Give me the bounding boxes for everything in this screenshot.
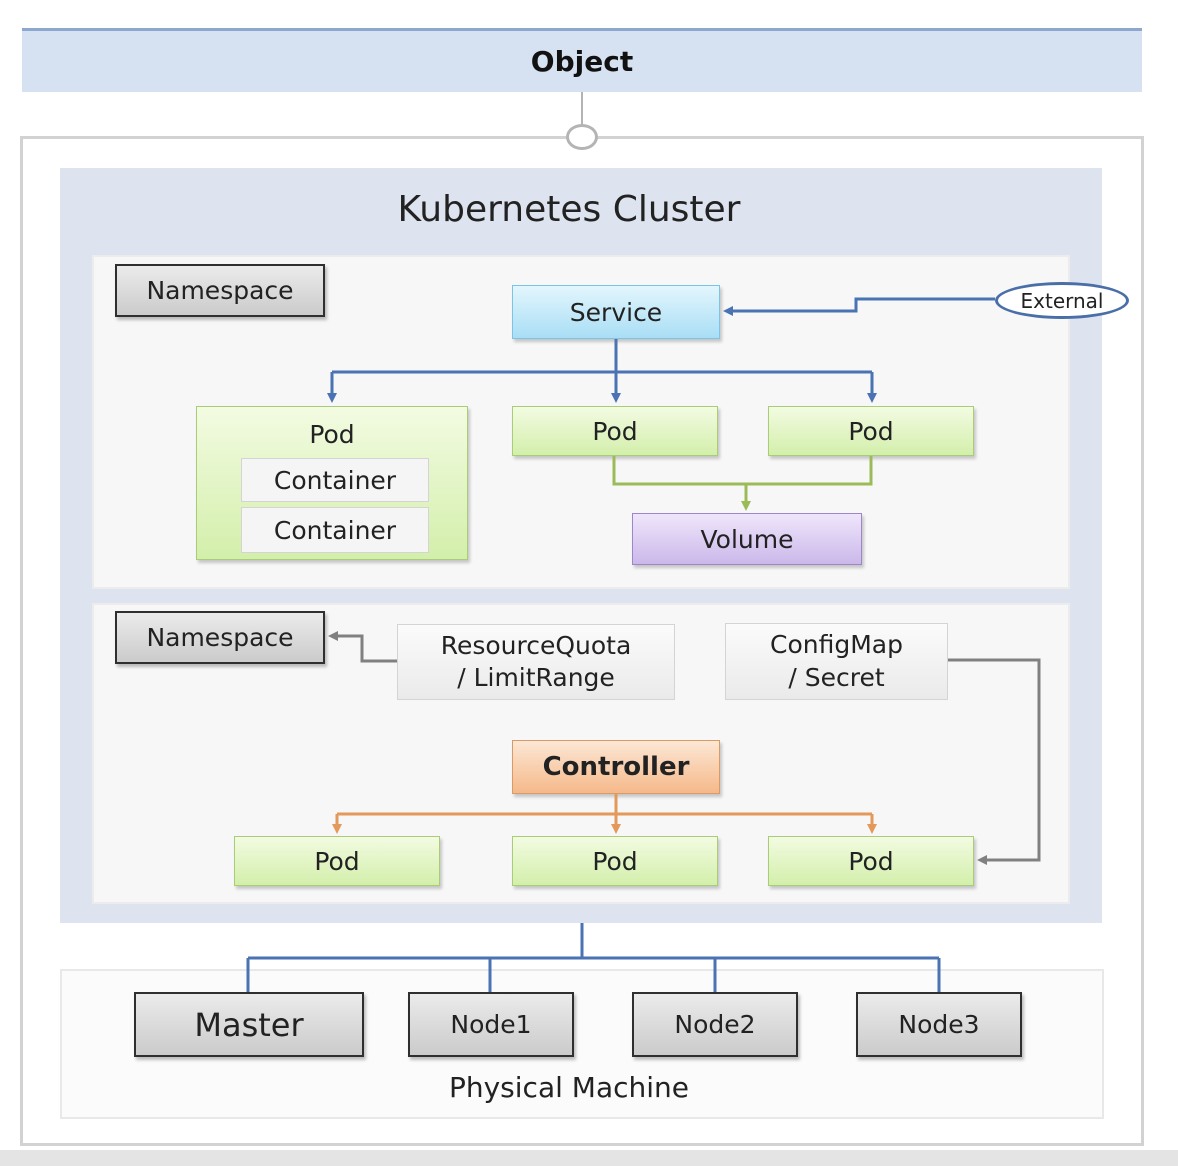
namespace-label-top: Namespace: [115, 264, 325, 317]
worker-node-2: Node2: [632, 992, 798, 1057]
object-title: Object: [530, 45, 634, 78]
container-node: Container: [241, 458, 429, 502]
connector-ring: [566, 124, 598, 150]
bottom-strip: [0, 1150, 1178, 1166]
container-node: Container: [241, 507, 429, 553]
pod-node: Pod: [768, 406, 974, 456]
pod-with-containers-label: Pod: [309, 419, 355, 449]
resourcequota-limitrange-node: ResourceQuota / LimitRange: [397, 624, 675, 700]
external-node: External: [995, 282, 1129, 319]
controller-node: Controller: [512, 740, 720, 794]
object-header-bar: [22, 28, 1142, 92]
physical-machine-label: Physical Machine: [448, 1070, 689, 1104]
cluster-title: Kubernetes Cluster: [397, 188, 741, 230]
configmap-line: ConfigMap: [770, 630, 903, 659]
pod-node: Pod: [512, 406, 718, 456]
service-node: Service: [512, 285, 720, 339]
volume-node: Volume: [632, 513, 862, 565]
worker-node-1: Node1: [408, 992, 574, 1057]
pod-node: Pod: [512, 836, 718, 886]
limitrange-line: / LimitRange: [457, 663, 615, 692]
worker-node-3: Node3: [856, 992, 1022, 1057]
master-node: Master: [134, 992, 364, 1057]
resourcequota-line: ResourceQuota: [440, 630, 632, 660]
pod-node: Pod: [234, 836, 440, 886]
secret-line: / Secret: [788, 662, 885, 692]
pod-node: Pod: [768, 836, 974, 886]
namespace-label-bottom: Namespace: [115, 611, 325, 664]
configmap-secret-node: ConfigMap / Secret: [725, 623, 948, 700]
